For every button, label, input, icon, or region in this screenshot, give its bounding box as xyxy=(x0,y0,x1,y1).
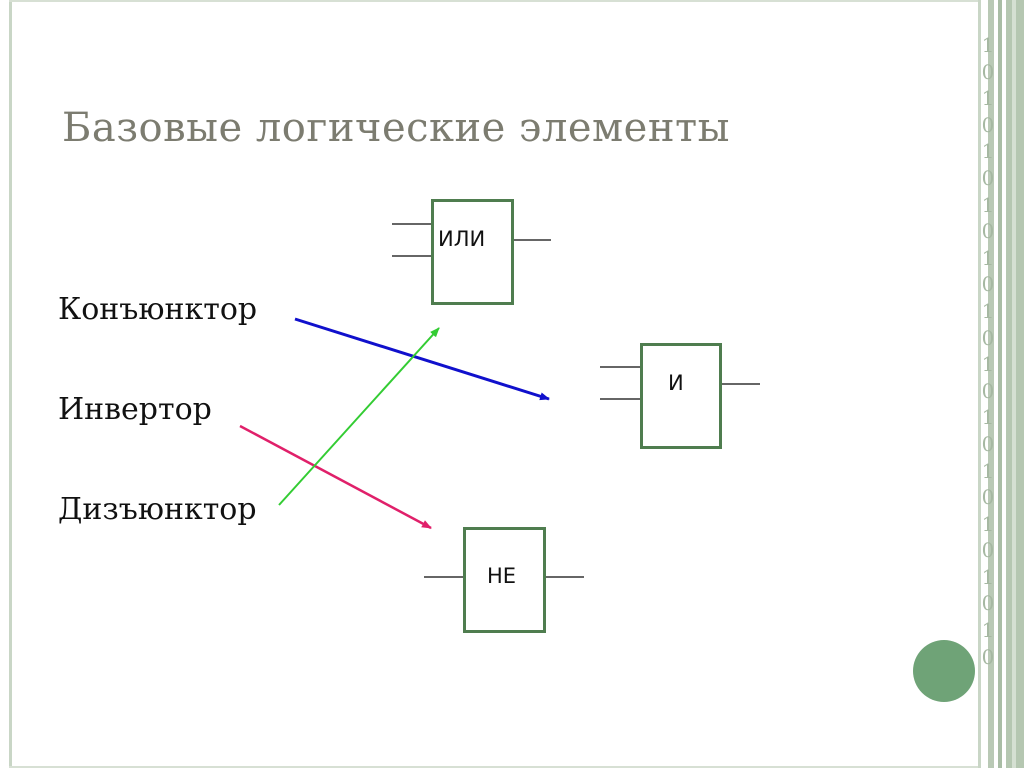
or-gate-label: ИЛИ xyxy=(438,227,486,251)
decor-stripe xyxy=(988,0,994,768)
binary-digit: 0 xyxy=(981,644,995,669)
binary-digit: 0 xyxy=(981,538,995,563)
or-gate-box xyxy=(431,199,514,305)
decor-stripe xyxy=(998,0,1002,768)
and-gate-box xyxy=(640,343,722,449)
and-gate-label: И xyxy=(668,371,684,395)
binary-digit: 1 xyxy=(981,245,995,270)
arrow-disjunctor-to-or xyxy=(278,327,440,506)
binary-digit: 0 xyxy=(981,112,995,137)
binary-digit: 1 xyxy=(981,511,995,536)
frame-border-top xyxy=(9,0,979,2)
binary-digit: 1 xyxy=(981,298,995,323)
decor-circle xyxy=(913,640,975,702)
binary-digit: 0 xyxy=(981,485,995,510)
binary-digit: 1 xyxy=(981,618,995,643)
binary-digit: 0 xyxy=(981,378,995,403)
not-gate-box xyxy=(463,527,546,633)
term-disjunctor: Дизъюнктор xyxy=(58,492,257,527)
binary-digit: 0 xyxy=(981,272,995,297)
arrow-conjunctor-to-and xyxy=(294,317,550,401)
binary-digit: 0 xyxy=(981,165,995,190)
decor-stripe xyxy=(978,0,981,768)
binary-digit: 0 xyxy=(981,59,995,84)
frame-border-bottom xyxy=(9,766,979,768)
binary-digit: 1 xyxy=(981,458,995,483)
binary-digit: 0 xyxy=(981,325,995,350)
binary-digit: 1 xyxy=(981,564,995,589)
binary-digit: 1 xyxy=(981,405,995,430)
binary-digit: 0 xyxy=(981,219,995,244)
binary-digit: 1 xyxy=(981,139,995,164)
term-inverter: Инвертор xyxy=(58,392,212,427)
not-gate-label: НЕ xyxy=(487,564,517,588)
binary-digit: 0 xyxy=(981,591,995,616)
arrow-inverter-to-not xyxy=(239,424,432,530)
decor-stripe xyxy=(1012,0,1016,768)
binary-digit: 0 xyxy=(981,431,995,456)
slide-title: Базовые логические элементы xyxy=(62,105,730,151)
binary-digit: 1 xyxy=(981,86,995,111)
binary-digit: 1 xyxy=(981,192,995,217)
binary-digit: 1 xyxy=(981,33,995,57)
frame-border-left xyxy=(9,0,12,768)
binary-digit: 1 xyxy=(981,352,995,377)
term-conjunctor: Конъюнктор xyxy=(58,292,258,327)
